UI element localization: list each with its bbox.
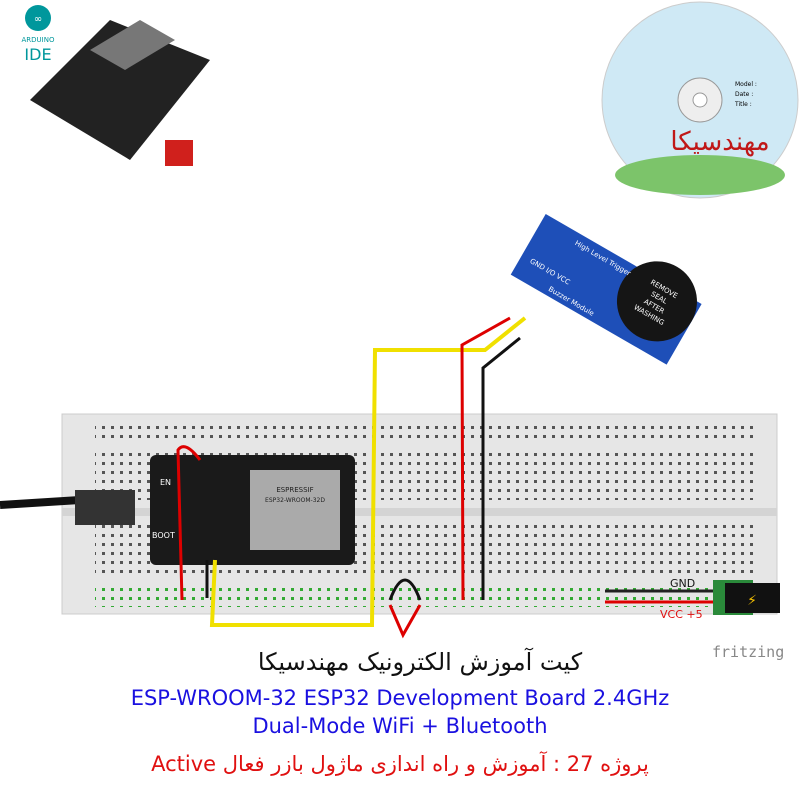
svg-text:Date :: Date : — [735, 91, 753, 98]
svg-text:ARDUINO: ARDUINO — [22, 36, 55, 44]
svg-text:Model :: Model : — [735, 81, 757, 88]
esp32-board: ESPRESSIF ESP32-WROOM-32D EN BOOT — [150, 455, 355, 565]
svg-text:مهندسیکا: مهندسیکا — [670, 127, 769, 157]
cd-image: Model : Date : Title : مهندسیکا — [601, 1, 799, 199]
buzzer-module: REMOVE SEAL AFTER WASHING High Level Tri… — [510, 214, 702, 365]
project-title: پروژه 27 : آموزش و راه اندازی ماژول بازر… — [151, 752, 649, 776]
svg-text:BOOT: BOOT — [152, 531, 175, 540]
svg-text:∞: ∞ — [34, 14, 42, 25]
svg-text:GND: GND — [670, 577, 695, 590]
svg-text:IDE: IDE — [24, 45, 51, 64]
usb-cable — [0, 496, 81, 509]
board-description: ESP-WROOM-32 ESP32 Development Board 2.4… — [130, 686, 670, 710]
svg-text:ESP32-WROOM-32D: ESP32-WROOM-32D — [265, 497, 325, 504]
svg-text:VCC +5: VCC +5 — [660, 608, 703, 621]
fritzing-watermark: fritzing — [712, 643, 785, 661]
red-vcc-wire — [460, 316, 511, 601]
board-features: Dual-Mode WiFi + Bluetooth — [252, 714, 548, 738]
espressif-logo — [165, 140, 193, 166]
dc-power-jack: ⚡ — [713, 580, 780, 615]
kit-title: کیت آموزش الکترونیک مهندسیکا — [257, 648, 583, 676]
svg-text:⚡: ⚡ — [747, 593, 757, 609]
svg-text:ESPRESSIF: ESPRESSIF — [276, 486, 313, 494]
yellow-signal-wire — [209, 316, 527, 627]
bridge-red-wire — [388, 604, 422, 639]
black-gnd-wire — [481, 336, 521, 600]
svg-text:EN: EN — [160, 478, 171, 487]
red-wire — [176, 445, 202, 601]
esp32-board-photo — [30, 20, 210, 166]
bridge-black-wire — [388, 578, 422, 601]
usb-plug — [75, 490, 135, 525]
arduino-logo: ∞ ARDUINO IDE — [22, 5, 55, 64]
svg-text:Title :: Title : — [734, 101, 752, 108]
